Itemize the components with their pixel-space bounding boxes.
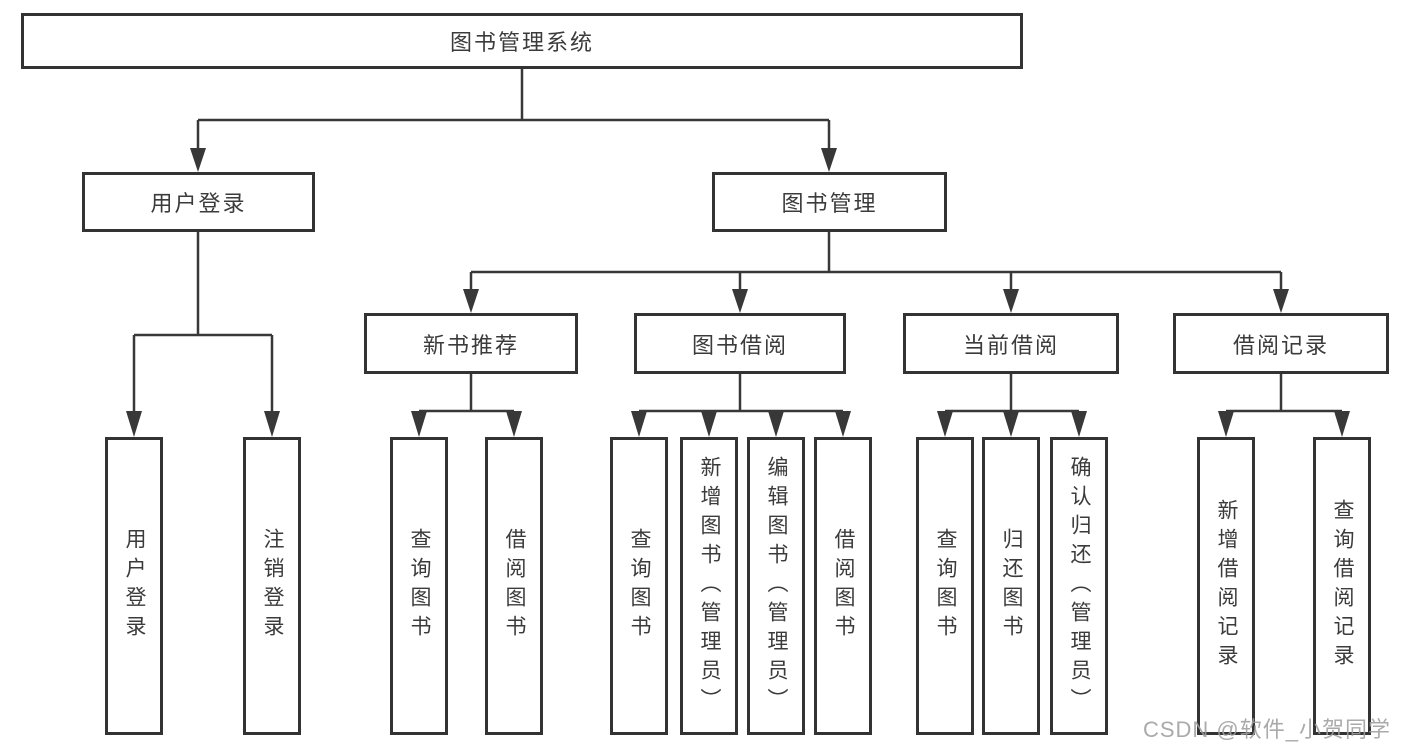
leaf-add-book-admin: 新增图书（管理员） — [680, 437, 738, 735]
node-user-login-label: 用户登录 — [150, 191, 247, 216]
leaf-query-borrow-record: 查询借阅记录 — [1313, 437, 1371, 735]
leaf-borrow-books-1: 借阅图书 — [485, 437, 543, 735]
node-borrowing-records-label: 借阅记录 — [1232, 332, 1329, 358]
node-new-book-recommendation: 新书推荐 — [364, 313, 578, 374]
leaf-borrow-books-2-label: 借阅图书 — [832, 528, 855, 644]
leaf-return-book-label: 归还图书 — [1000, 528, 1023, 644]
node-new-book-recommendation-label: 新书推荐 — [422, 332, 519, 358]
watermark: CSDN @软件_小贺同学 — [1142, 717, 1391, 742]
leaf-query-books-3: 查询图书 — [916, 437, 974, 735]
leaf-query-books-3-label: 查询图书 — [934, 528, 957, 644]
node-book-management: 图书管理 — [712, 172, 947, 232]
arrowheads — [126, 148, 1350, 437]
leaf-query-books-1: 查询图书 — [390, 437, 448, 735]
node-root: 图书管理系统 — [21, 13, 1023, 69]
leaf-add-borrow-record: 新增借阅记录 — [1197, 437, 1255, 735]
leaf-borrow-books-1-label: 借阅图书 — [503, 528, 526, 644]
leaf-query-books-1-label: 查询图书 — [408, 528, 431, 644]
leaf-add-book-admin-label: 新增图书（管理员） — [698, 455, 721, 717]
node-current-borrowing-label: 当前借阅 — [962, 332, 1059, 358]
node-book-borrowing: 图书借阅 — [634, 313, 846, 374]
node-borrowing-records: 借阅记录 — [1173, 313, 1389, 374]
node-book-management-label: 图书管理 — [781, 191, 878, 216]
leaf-add-borrow-record-label: 新增借阅记录 — [1215, 499, 1238, 673]
leaf-confirm-return-admin: 确认归还（管理员） — [1050, 437, 1108, 735]
node-user-login: 用户登录 — [82, 172, 315, 232]
leaf-return-book: 归还图书 — [982, 437, 1040, 735]
node-book-borrowing-label: 图书借阅 — [691, 332, 788, 358]
node-root-label: 图书管理系统 — [449, 30, 594, 55]
node-current-borrowing: 当前借阅 — [903, 313, 1119, 374]
leaf-logout-label: 注销登录 — [261, 528, 284, 644]
leaf-query-borrow-record-label: 查询借阅记录 — [1331, 499, 1354, 673]
leaf-edit-book-admin-label: 编辑图书（管理员） — [765, 455, 788, 717]
leaf-edit-book-admin: 编辑图书（管理员） — [747, 437, 805, 735]
leaf-user-login-label: 用户登录 — [123, 528, 146, 644]
leaf-query-books-2: 查询图书 — [610, 437, 668, 735]
leaf-confirm-return-admin-label: 确认归还（管理员） — [1068, 455, 1091, 717]
leaf-borrow-books-2: 借阅图书 — [814, 437, 872, 735]
leaf-user-login: 用户登录 — [105, 437, 163, 735]
leaf-logout: 注销登录 — [243, 437, 301, 735]
leaf-query-books-2-label: 查询图书 — [628, 528, 651, 644]
